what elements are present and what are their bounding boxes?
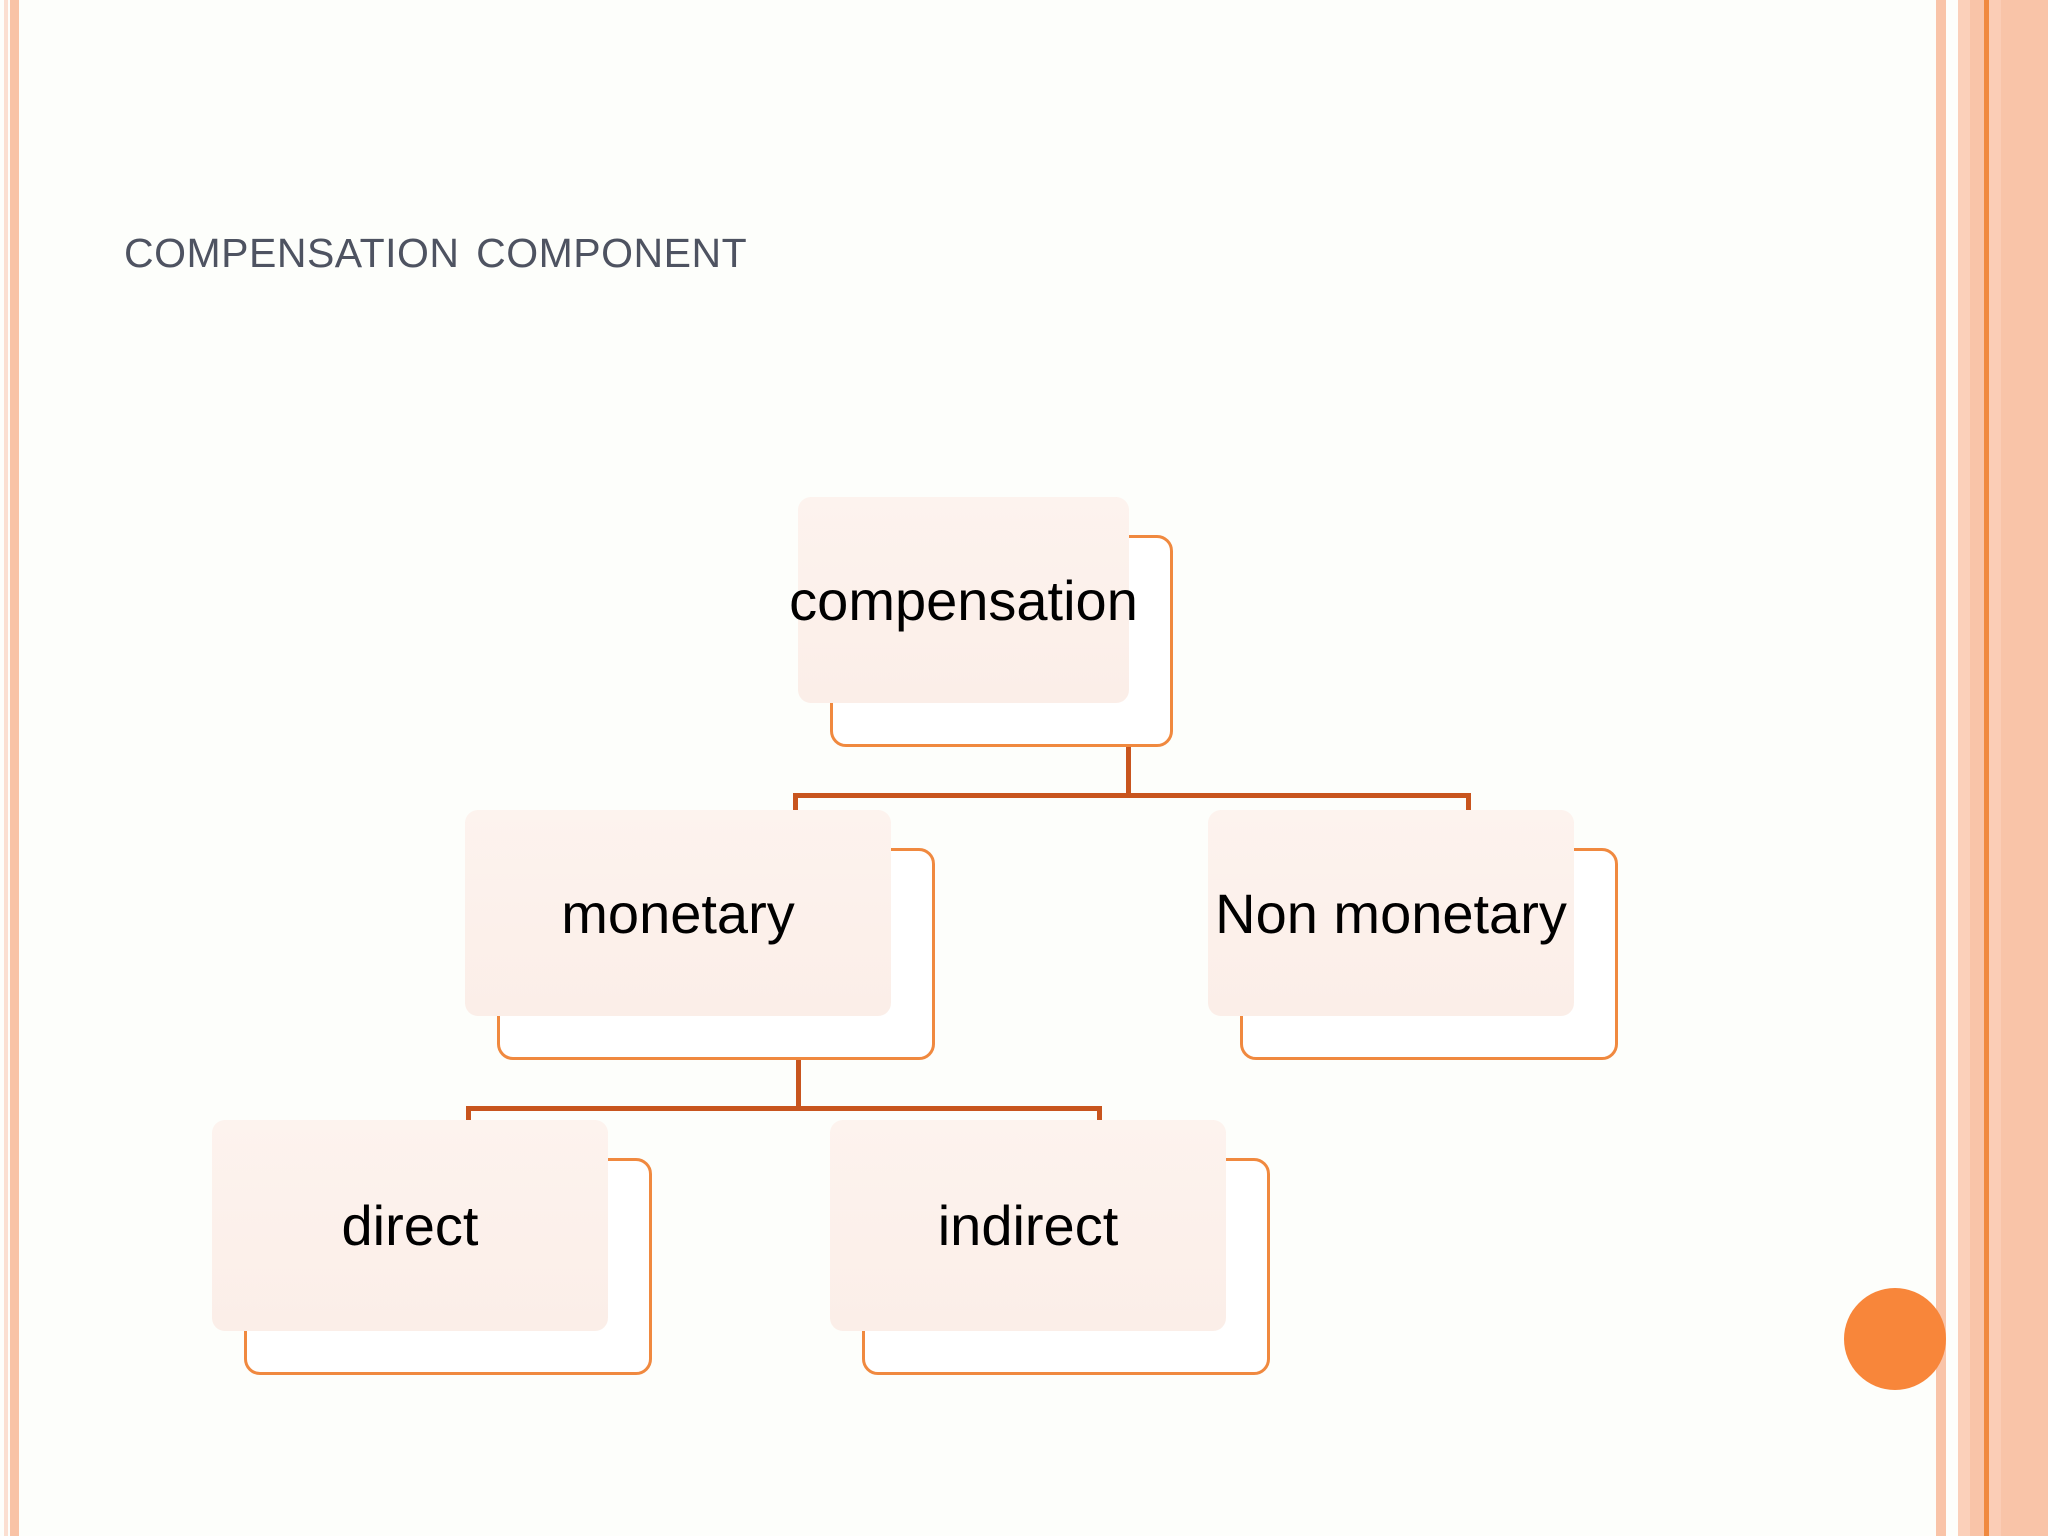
node-label: compensation [789, 568, 1138, 632]
node-non-monetary[interactable]: Non monetary [1208, 810, 1618, 1060]
node-label: indirect [937, 1194, 1119, 1257]
node-inner-fill [212, 1120, 608, 1331]
node-inner-fill [1208, 810, 1574, 1016]
connector-level2-crossbar [466, 1106, 1102, 1111]
connector-root-stem [1126, 745, 1131, 797]
node-label: monetary [561, 881, 795, 945]
node-monetary[interactable]: monetary [465, 810, 935, 1060]
node-compensation[interactable]: compensation [789, 497, 1173, 747]
node-inner-fill [465, 810, 891, 1016]
filled-circle-icon [1844, 1288, 1946, 1390]
connector-monetary-stem [796, 1058, 801, 1110]
node-label: direct [341, 1194, 479, 1257]
node-inner-fill [798, 497, 1129, 703]
node-inner-fill [830, 1120, 1226, 1331]
node-indirect[interactable]: indirect [830, 1120, 1270, 1375]
connector-level1-crossbar [793, 793, 1471, 798]
node-label: Non monetary [1215, 881, 1567, 945]
node-direct[interactable]: direct [212, 1120, 652, 1375]
page-title: Compensation component [124, 215, 748, 280]
